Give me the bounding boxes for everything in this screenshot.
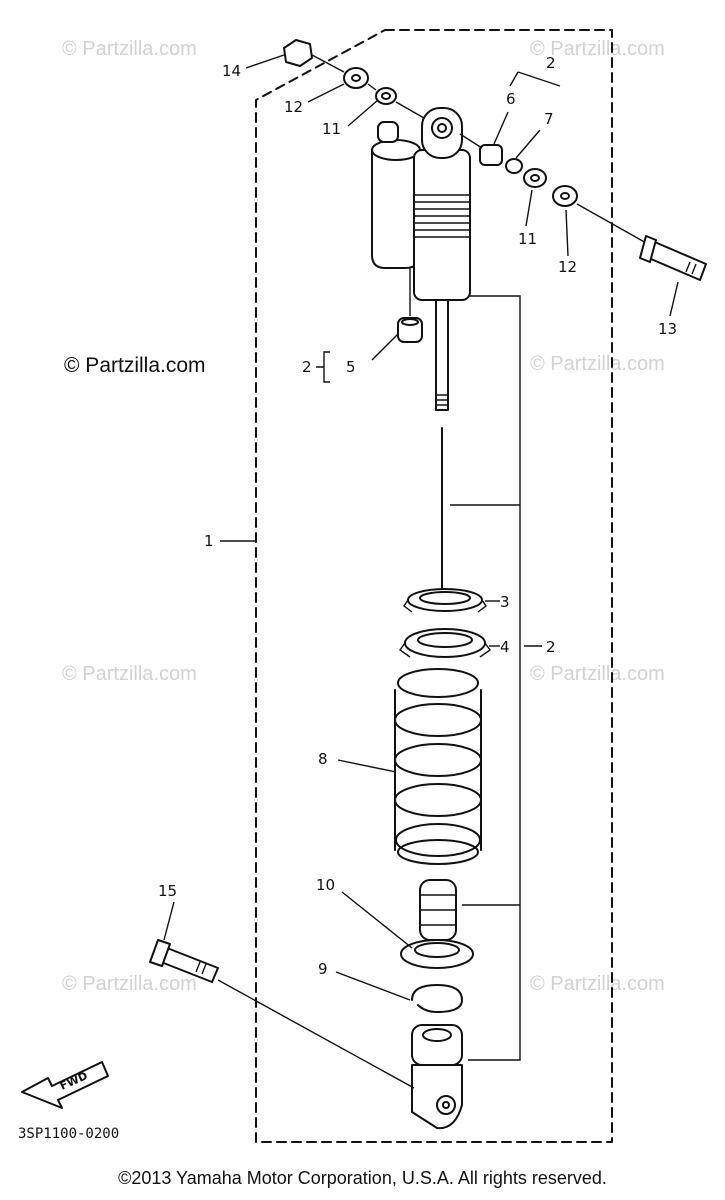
copyright-notice: ©2013 Yamaha Motor Corporation, U.S.A. A… <box>118 1168 607 1188</box>
callout-5: 5 <box>346 358 356 376</box>
callout-2-right: 2 <box>546 638 556 656</box>
callout-1: 1 <box>204 532 214 550</box>
leader-lines <box>163 54 679 1001</box>
callout-10: 10 <box>316 876 335 894</box>
watermark: © Partzilla.com <box>530 38 665 60</box>
callout-2-left: 2 <box>302 358 312 376</box>
callout-4: 4 <box>500 638 510 656</box>
callout-11-right: 11 <box>518 230 537 248</box>
assembly-boundary <box>255 29 613 1143</box>
shock-body <box>413 107 471 301</box>
upper-bolt <box>639 235 707 281</box>
drawing-code: 3SP1100-0200 <box>18 1126 119 1142</box>
watermark: © Partzilla.com <box>530 973 665 995</box>
bump-stop <box>419 879 457 941</box>
callouts: 14 12 11 2 6 7 11 12 13 2 5 1 3 4 2 8 10… <box>158 54 677 978</box>
adjuster-ring-4 <box>399 628 491 658</box>
callout-3: 3 <box>500 593 510 611</box>
callout-2-top: 2 <box>546 54 556 72</box>
lower-bolt <box>149 939 415 1089</box>
callout-12-right: 12 <box>558 258 577 276</box>
watermark: © Partzilla.com <box>530 663 665 685</box>
callout-14: 14 <box>222 62 241 80</box>
lower-clevis <box>411 1024 463 1130</box>
spring-seat-stopper <box>411 984 463 1013</box>
watermark: © Partzilla.com <box>62 38 197 60</box>
callout-9: 9 <box>318 960 328 978</box>
callout-7: 7 <box>544 110 554 128</box>
group-bracket <box>450 295 521 1061</box>
watermark: © Partzilla.com <box>62 663 197 685</box>
top-hardware <box>283 39 649 245</box>
reservoir <box>371 121 421 316</box>
callout-8: 8 <box>318 750 328 768</box>
shock-shaft <box>435 299 449 596</box>
spring-seat <box>400 939 474 969</box>
coil-spring <box>394 668 482 865</box>
callout-6: 6 <box>506 90 516 108</box>
callout-13: 13 <box>658 320 677 338</box>
callout-15: 15 <box>158 882 177 900</box>
watermark: © Partzilla.com <box>530 353 665 375</box>
callout-11-top: 11 <box>322 120 341 138</box>
adjuster-ring-3 <box>403 588 487 613</box>
bushing <box>397 317 423 343</box>
watermark-dark: © Partzilla.com <box>64 354 206 377</box>
watermark-group: © Partzilla.com © Partzilla.com © Partzi… <box>62 38 665 995</box>
watermark: © Partzilla.com <box>62 973 197 995</box>
forward-arrow: FWD <box>21 1061 109 1109</box>
callout-12-top: 12 <box>284 98 303 116</box>
